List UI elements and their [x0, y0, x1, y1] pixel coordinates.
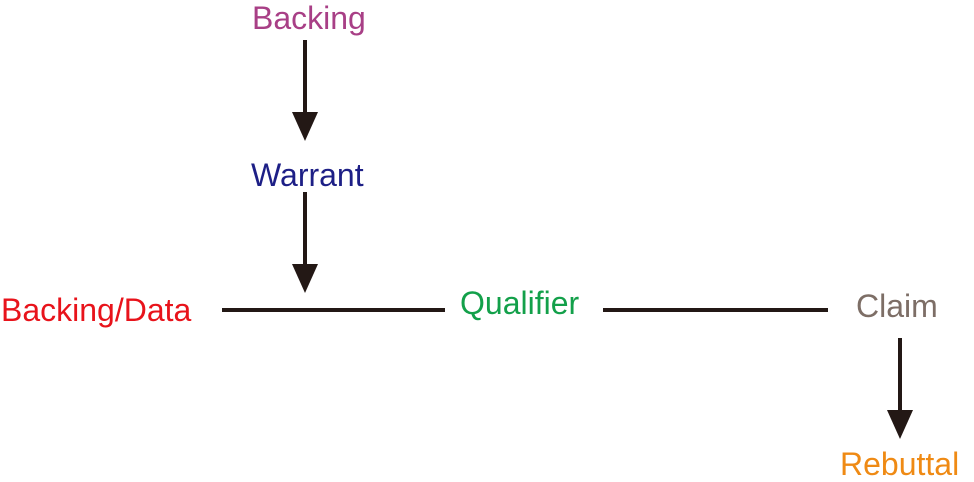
node-backing-data: Backing/Data — [1, 292, 192, 328]
arrow-claim-to-rebuttal — [887, 338, 913, 439]
node-rebuttal: Rebuttal — [840, 446, 960, 482]
arrow-warrant-to-line — [292, 192, 318, 293]
arrow-backing-to-warrant — [292, 40, 318, 141]
node-warrant: Warrant — [251, 157, 364, 193]
node-backing: Backing — [252, 0, 366, 36]
node-qualifier: Qualifier — [460, 285, 580, 321]
node-claim: Claim — [856, 288, 938, 324]
